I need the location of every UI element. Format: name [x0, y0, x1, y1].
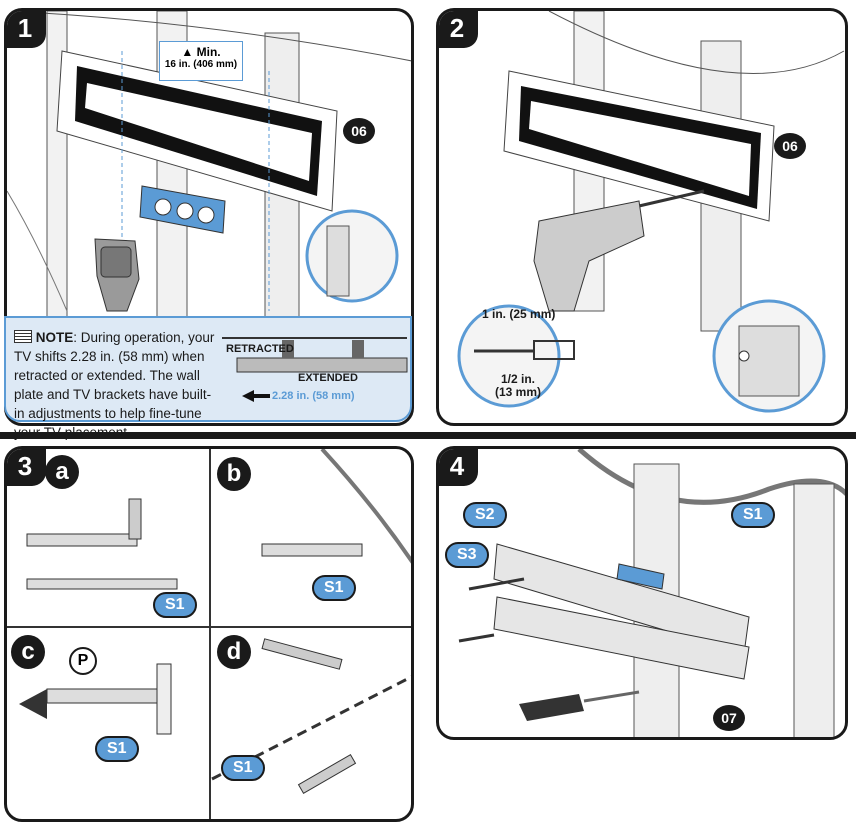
extended-label: EXTENDED	[298, 372, 358, 384]
substep-c: c	[11, 635, 45, 669]
part-label-s1: S1	[153, 592, 197, 618]
part-label-s1: S1	[731, 502, 775, 528]
step-4-illustration	[458, 449, 845, 737]
shift-diagram	[222, 337, 408, 402]
retracted-label: RETRACTED	[226, 343, 294, 355]
part-label-s1: S1	[312, 575, 356, 601]
part-callout-07: 07	[713, 705, 745, 731]
note-text: NOTE: During operation, your TV shifts 2…	[14, 328, 219, 442]
note-icon	[14, 330, 32, 343]
step-3-panel: 3 a b c d S1 S1 S1 S1 P	[4, 446, 414, 822]
substep-a: a	[45, 455, 79, 489]
part-callout-06: 06	[774, 133, 806, 159]
drill-depth-1: 1 in. (25 mm)	[482, 307, 556, 321]
shift-value: 2.28 in. (58 mm)	[272, 390, 355, 402]
step-2-panel: 2 06 1 in. (25 mm) 1/2 in. (13 mm)	[436, 8, 848, 426]
step-number: 2	[439, 11, 478, 48]
step-number: 4	[439, 449, 478, 486]
step-4-panel: 4 S2 S3 S1 07	[436, 446, 848, 740]
part-label-p: P	[69, 647, 97, 675]
step-3-illustration	[7, 449, 411, 819]
part-label-s3: S3	[445, 542, 489, 568]
step-1-panel: 1 ▲ Min. 16 in. (406 mm) 06	[4, 8, 414, 426]
drill-depth-2-line2: (13 mm)	[495, 385, 542, 399]
drill-depth-2-line1: 1/2 in.	[501, 372, 536, 386]
step-1-illustration	[7, 11, 411, 324]
note-body: : During operation, your TV shifts 2.28 …	[14, 330, 215, 440]
part-label-s1: S1	[95, 736, 139, 762]
min-label: Min.	[196, 45, 221, 59]
warning-icon: ▲	[181, 45, 194, 59]
part-label-s2: S2	[463, 502, 507, 528]
substep-d: d	[217, 635, 251, 669]
step-number: 1	[7, 11, 46, 48]
min-distance-label: ▲ Min. 16 in. (406 mm)	[159, 41, 243, 81]
note-box: NOTE: During operation, your TV shifts 2…	[4, 316, 412, 440]
step-2-illustration	[457, 11, 845, 413]
note-heading: NOTE	[35, 330, 74, 345]
step-number: 3	[7, 449, 46, 486]
section-divider	[0, 432, 856, 439]
min-value: 16 in. (406 mm)	[164, 59, 238, 70]
part-callout-06: 06	[343, 118, 375, 144]
substep-b: b	[217, 457, 251, 491]
part-label-s1: S1	[221, 755, 265, 781]
drill-depth-2: 1/2 in. (13 mm)	[495, 373, 541, 399]
